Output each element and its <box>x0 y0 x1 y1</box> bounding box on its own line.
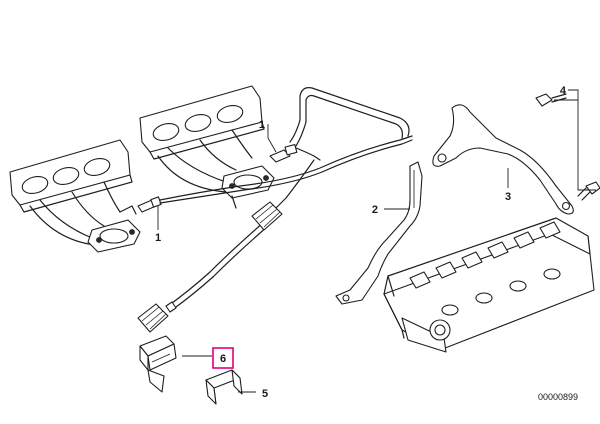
callout-6: 6 <box>220 353 226 365</box>
bracket-3 <box>432 104 574 215</box>
bolt-lower <box>577 181 600 201</box>
callout-5: 5 <box>262 388 268 400</box>
callout-6-highlight: 6 <box>212 347 234 369</box>
callout-4: 4 <box>560 85 567 97</box>
oxygen-sensor-rear <box>269 144 321 163</box>
oxygen-sensor-front <box>137 135 413 213</box>
leader-lines <box>157 89 596 393</box>
clip-6 <box>139 335 177 393</box>
cylinder-head <box>383 217 595 353</box>
clip-5 <box>205 369 243 405</box>
exhaust-manifold-rear <box>139 85 275 209</box>
bracket-2 <box>335 161 423 305</box>
diagram-reference-number: 00000899 <box>538 392 578 402</box>
callout-3: 3 <box>505 191 511 203</box>
callout-2: 2 <box>372 204 378 216</box>
callout-1-lower: 1 <box>155 232 161 244</box>
bolt-upper <box>535 93 567 107</box>
sensor-connector-upper <box>251 201 283 231</box>
sensor-connector-lower <box>137 301 177 333</box>
highlight-box <box>212 347 234 369</box>
sensor-wiring-harness <box>167 87 410 311</box>
exhaust-manifold-front <box>9 139 141 253</box>
callout-1-upper: 1 <box>259 119 265 131</box>
